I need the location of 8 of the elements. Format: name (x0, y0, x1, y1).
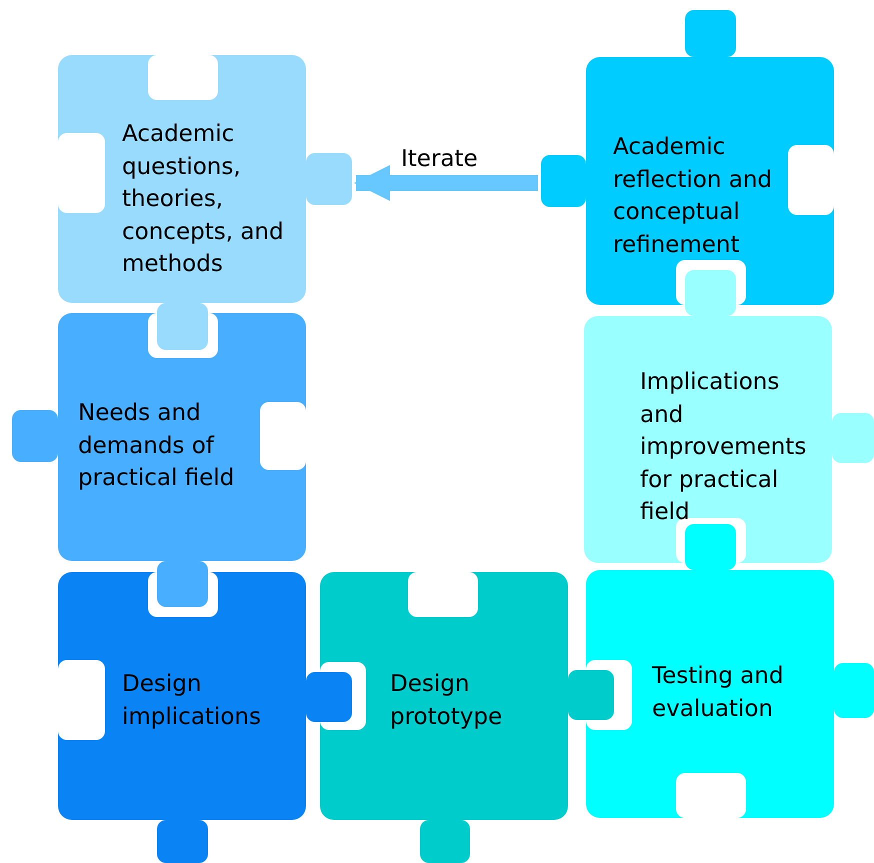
piece-text: Needs and demands of practical field (78, 399, 236, 493)
piece-text: Academic reflection and conceptual refinement (613, 133, 774, 260)
arrow (354, 165, 538, 201)
piece-text: Design implications (122, 670, 262, 732)
piece-text: Design prototype (390, 670, 504, 732)
piece-text: Implications and improvements for practical field (640, 368, 808, 527)
piece-text: Academic questions, theories, concepts, and methods (122, 120, 285, 279)
piece-text: Testing and evaluation (652, 662, 784, 724)
